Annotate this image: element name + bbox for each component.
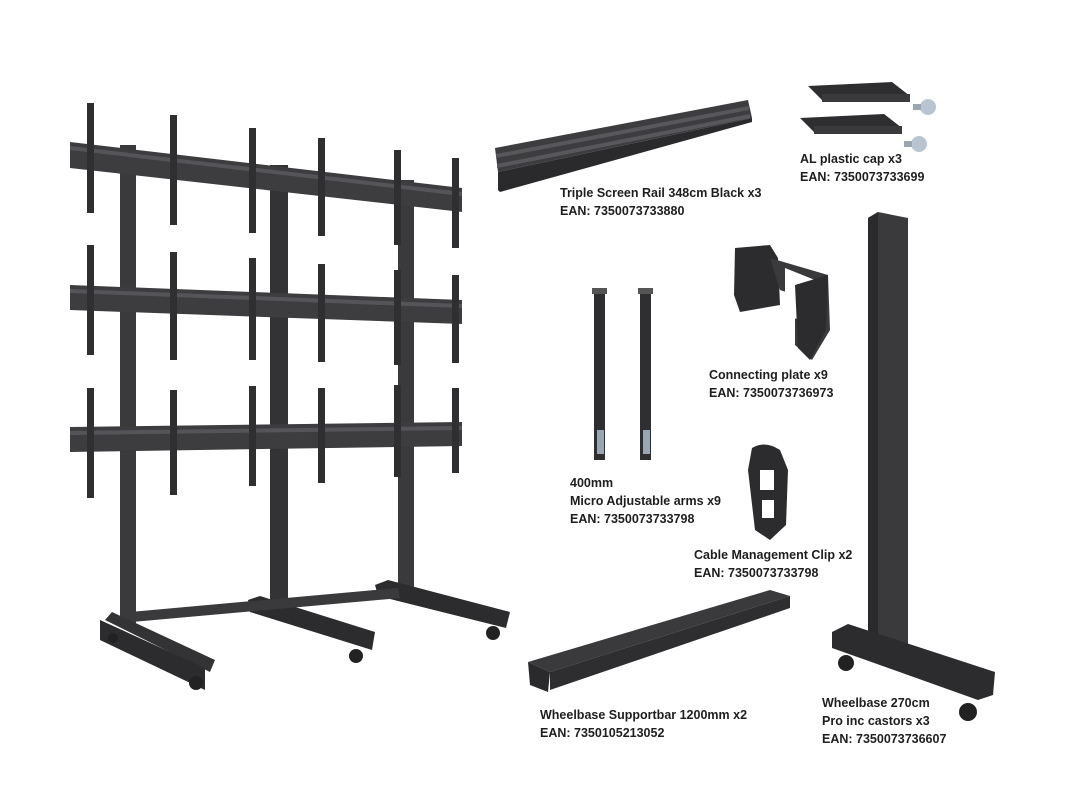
arms-name: Micro Adjustable arms x9	[570, 494, 721, 508]
cap-ean: EAN: 7350073733699	[800, 170, 925, 184]
wheelbase-image	[832, 212, 995, 721]
plate-name: Connecting plate x9	[709, 368, 828, 382]
plate-ean: EAN: 7350073736973	[709, 386, 834, 400]
cap-label: AL plastic cap x3 EAN: 7350073733699	[800, 150, 924, 186]
clip-ean: EAN: 7350073733798	[694, 566, 819, 580]
supportbar-label: Wheelbase Supportbar 1200mm x2 EAN: 7350…	[540, 706, 747, 742]
wheelbase-ean: EAN: 7350073736607	[822, 732, 947, 746]
arms-label: 400mm Micro Adjustable arms x9 EAN: 7350…	[570, 474, 721, 528]
arms-ean: EAN: 7350073733798	[570, 512, 695, 526]
wheelbase-name: Wheelbase 270cm	[822, 696, 930, 710]
rail-name: Triple Screen Rail 348cm Black x3	[560, 186, 762, 200]
supportbar-ean: EAN: 7350105213052	[540, 726, 665, 740]
rail-image	[495, 100, 752, 192]
assembled-stand-image	[70, 103, 510, 690]
clip-label: Cable Management Clip x2 EAN: 7350073733…	[694, 546, 852, 582]
cap-image	[800, 82, 936, 152]
supportbar-image	[528, 590, 790, 692]
arms-size: 400mm	[570, 476, 614, 490]
plate-label: Connecting plate x9 EAN: 7350073736973	[709, 366, 833, 402]
cap-name: AL plastic cap x3	[800, 152, 902, 166]
clip-name: Cable Management Clip x2	[694, 548, 853, 562]
wheelbase-label: Wheelbase 270cm Pro inc castors x3 EAN: …	[822, 694, 946, 748]
clip-image	[748, 444, 788, 540]
supportbar-name: Wheelbase Supportbar 1200mm x2	[540, 708, 748, 722]
arms-image	[592, 288, 653, 460]
rail-ean: EAN: 7350073733880	[560, 204, 685, 218]
plate-image	[734, 245, 830, 360]
wheelbase-name-line2: Pro inc castors x3	[822, 714, 930, 728]
rail-label: Triple Screen Rail 348cm Black x3 EAN: 7…	[560, 184, 762, 220]
